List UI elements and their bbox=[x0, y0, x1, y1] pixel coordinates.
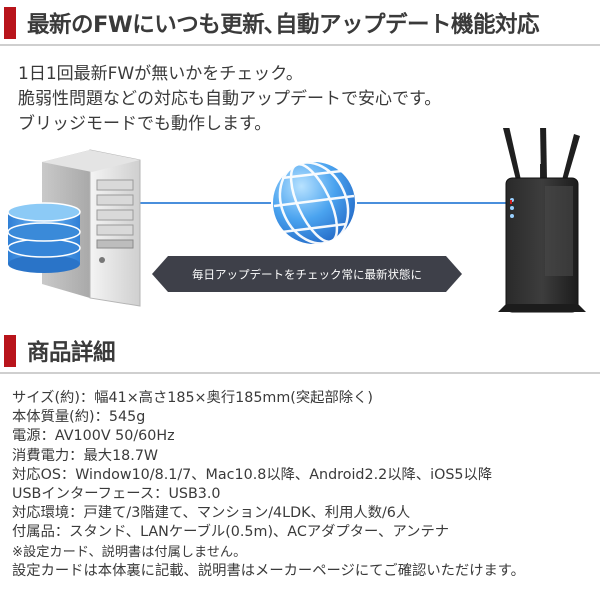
section-header-auto-update: 最新のFWにいつも更新､自動アップデート機能対応 bbox=[0, 0, 600, 46]
intro-line: 1日1回最新FWが無いかをチェック。 bbox=[18, 64, 303, 84]
header-accent-bar bbox=[4, 7, 16, 39]
spec-environment: 対応環境：戸建て/3階建て、マンション/4LDK、利用人数/6人 bbox=[12, 505, 411, 522]
section-title: 商品詳細 bbox=[27, 340, 116, 366]
banner-text: 毎日アップデートをチェック常に最新状態に bbox=[192, 268, 422, 282]
intro-line: ブリッジモードでも動作します。 bbox=[18, 114, 272, 134]
update-banner: 毎日アップデートをチェック常に最新状態に bbox=[152, 256, 462, 292]
globe-icon bbox=[271, 160, 357, 246]
spec-os: 対応OS：Window10/8.1/7、Mac10.8以降、Android2.2… bbox=[12, 466, 493, 483]
intro-text: 1日1回最新FWが無いかをチェック。 脆弱性問題などの対応も自動アップデートで安… bbox=[18, 62, 441, 137]
database-icon bbox=[7, 202, 81, 273]
spec-manual-note: 設定カードは本体裏に記載、説明書はメーカーページにてご確認いただけます。 bbox=[12, 562, 525, 579]
section-title: 最新のFWにいつも更新､自動アップデート機能対応 bbox=[27, 12, 539, 38]
spec-size: サイズ(約)：幅41×高さ185×奥行185mm(突起部除く) bbox=[12, 390, 373, 406]
header-accent-bar bbox=[4, 335, 16, 367]
spec-accessories: 付属品：スタンド、LANケーブル(0.5m)、ACアダプター、アンテナ bbox=[12, 524, 450, 541]
section-header-product-details: 商品詳細 bbox=[0, 328, 600, 374]
spec-note: ※設定カード、説明書は付属しません。 bbox=[12, 544, 247, 560]
update-illustration: 毎日アップデートをチェック常に最新状態に bbox=[7, 128, 586, 313]
router-icon bbox=[498, 128, 586, 313]
spec-consumption: 消費電力：最大18.7W bbox=[12, 447, 159, 464]
spec-list: サイズ(約)：幅41×高さ185×奥行185mm(突起部除く) 本体質量(約)：… bbox=[12, 389, 525, 581]
intro-line: 脆弱性問題などの対応も自動アップデートで安心です。 bbox=[18, 89, 442, 109]
spec-power: 電源：AV100V 50/60Hz bbox=[12, 428, 175, 445]
spec-usb: USBインターフェース：USB3.0 bbox=[12, 486, 221, 503]
spec-weight: 本体質量(約)：545g bbox=[12, 409, 146, 426]
